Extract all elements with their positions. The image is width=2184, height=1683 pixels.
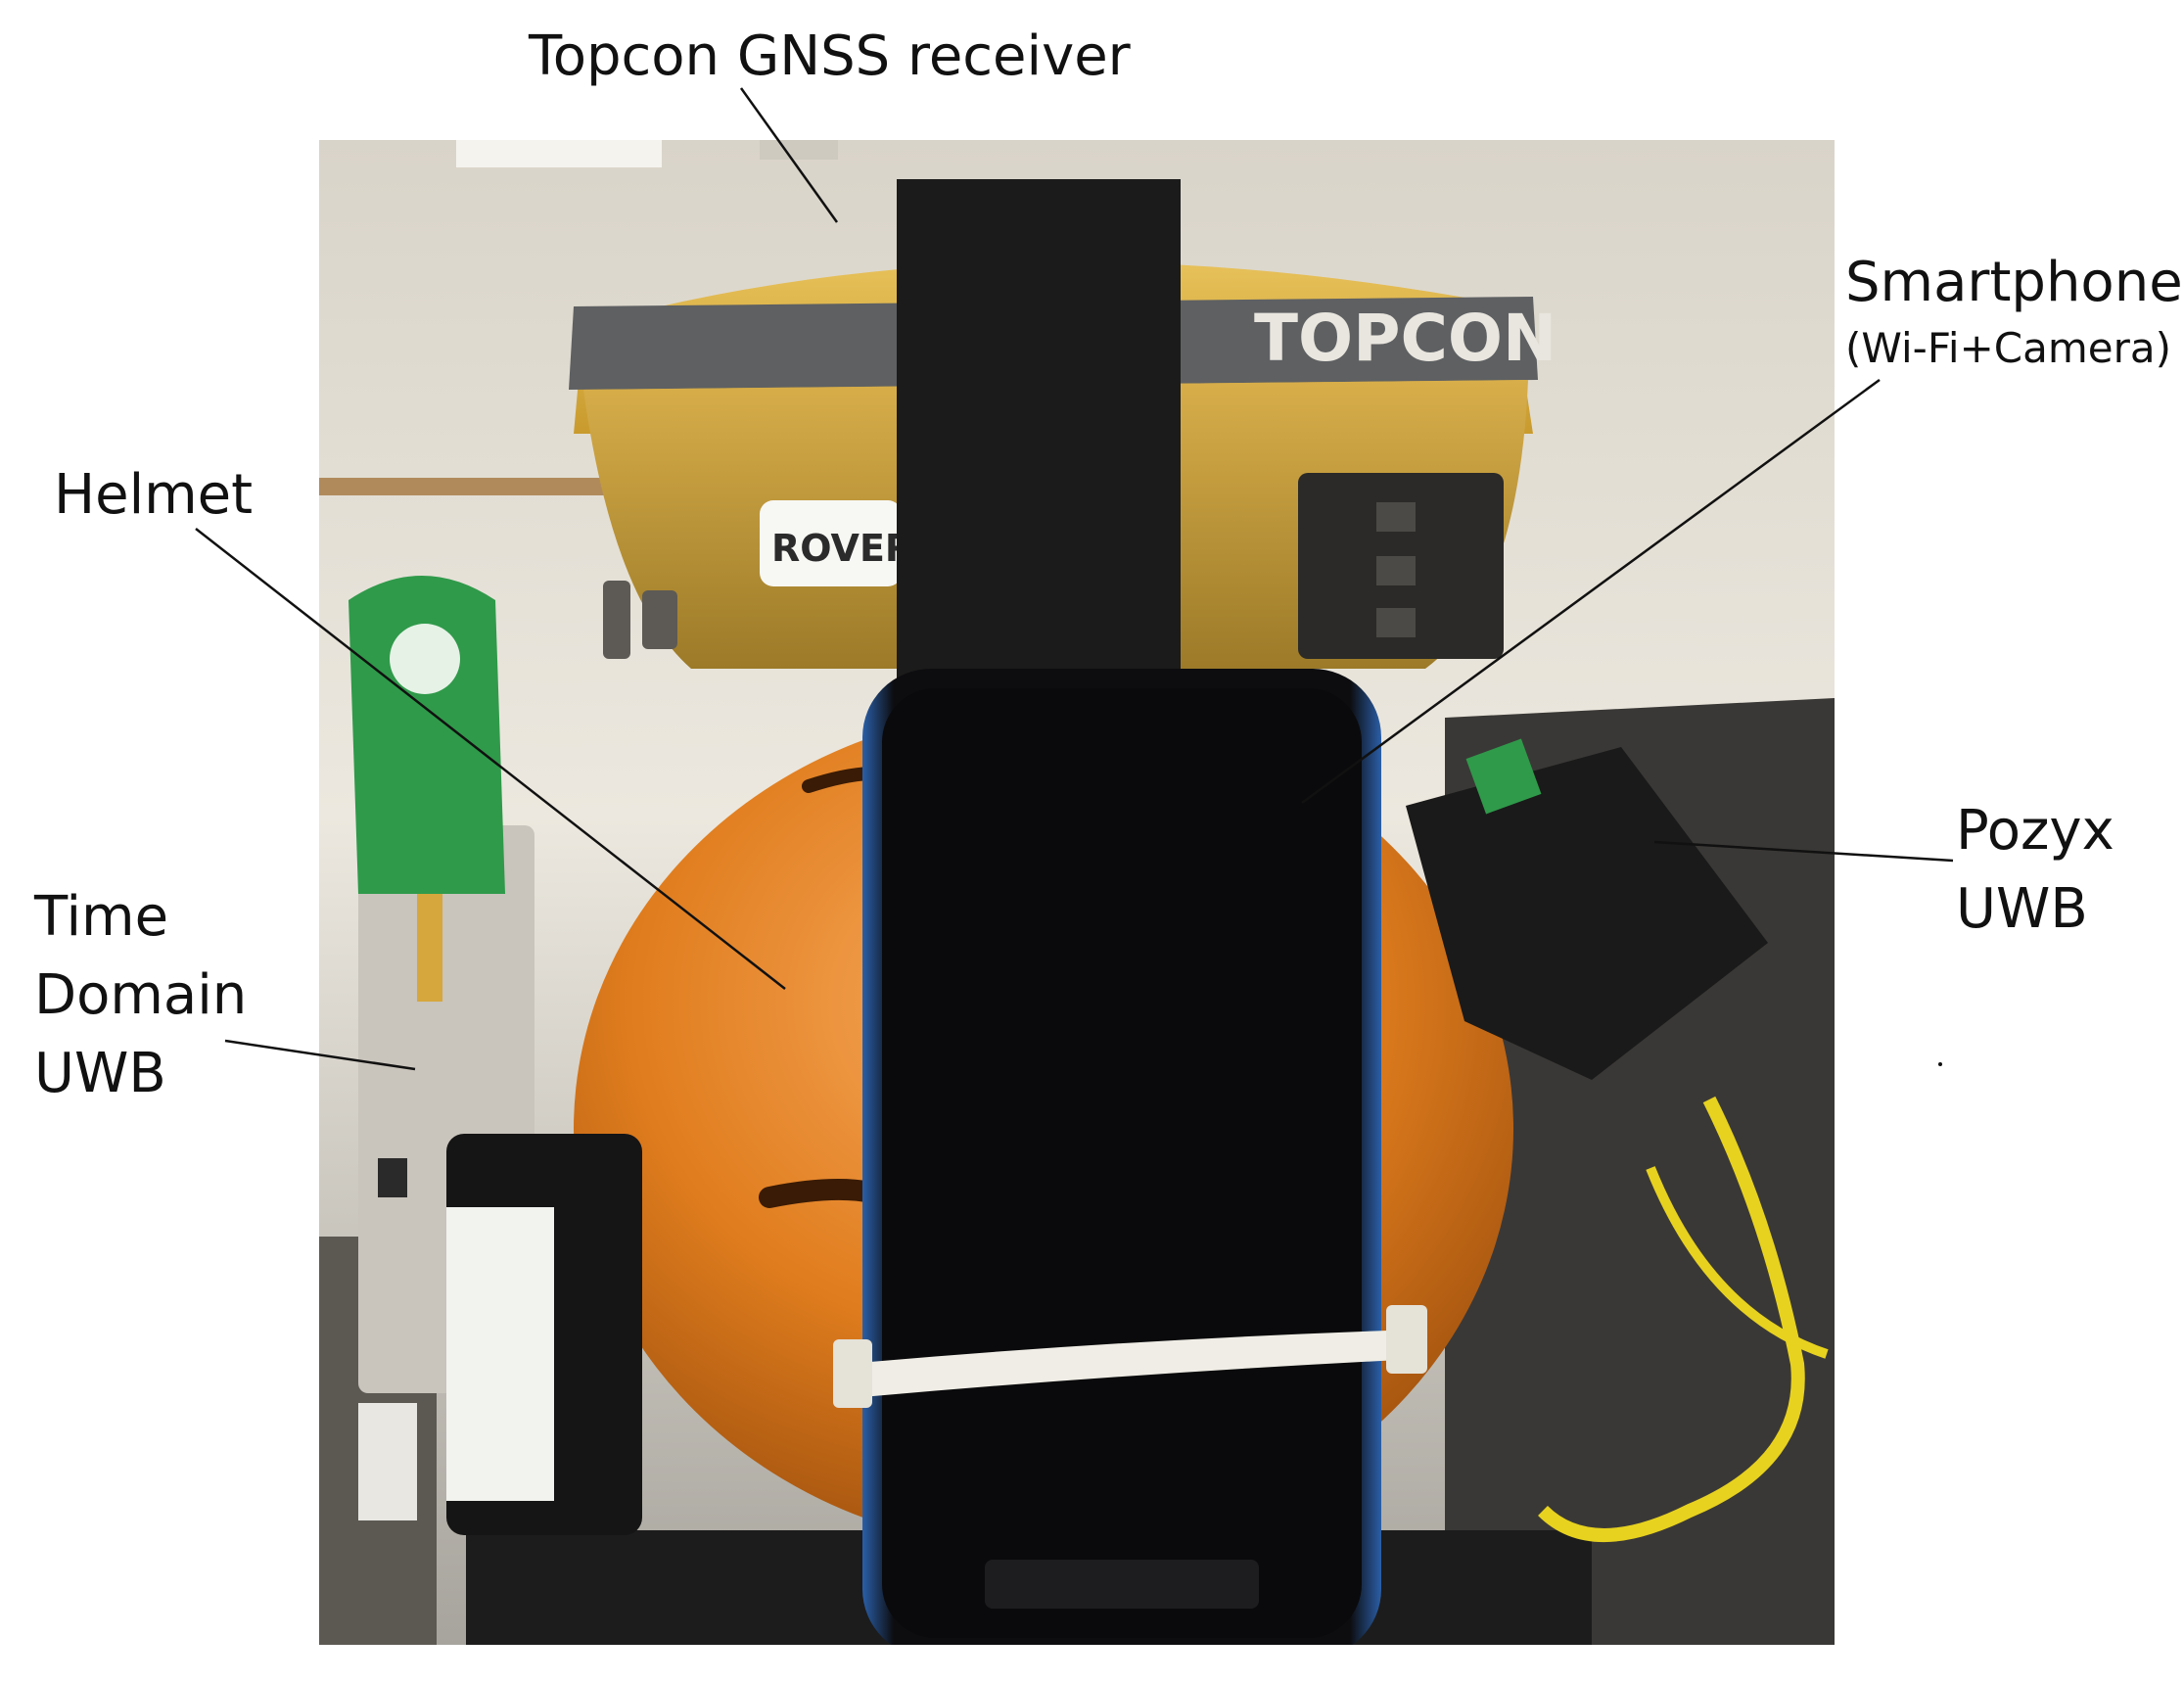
label-time-domain-line3: UWB [34,1042,166,1105]
label-smartphone: Smartphone [1845,251,2183,314]
label-helmet: Helmet [54,463,254,527]
label-time-domain-line1: Time [34,885,169,949]
label-gnss-receiver: Topcon GNSS receiver [529,24,1131,88]
brand-text: TOPCON [1254,301,1557,376]
label-pozyx-line1: Pozyx [1956,799,2114,863]
label-smartphone-sub: (Wi-Fi+Camera) [1845,324,2171,372]
label-time-domain-line2: Domain [34,963,248,1027]
rover-sticker-text: ROVER [771,527,913,570]
label-pozyx-line2: UWB [1956,877,2088,941]
device-photo: TOPCON ROVER [319,140,1835,1645]
stray-dot [1938,1062,1942,1066]
